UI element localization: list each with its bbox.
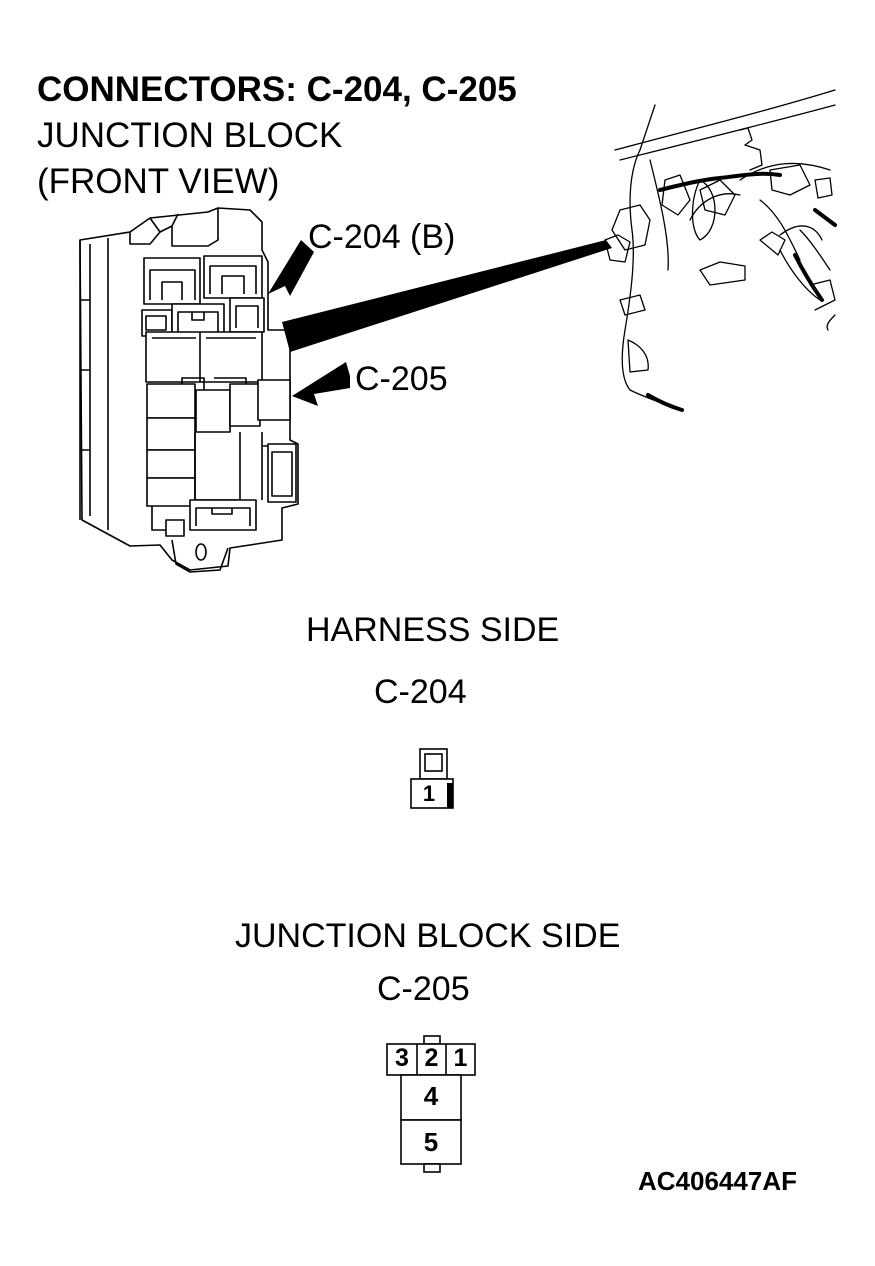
callout-c205-label: C-205	[355, 360, 448, 398]
c204-connector-graphic	[410, 748, 454, 809]
junction-side-heading: JUNCTION BLOCK SIDE	[235, 917, 621, 955]
c205-pin-2: 2	[424, 1044, 439, 1072]
c204-pin-1: 1	[422, 781, 436, 806]
c205-connector-graphic	[386, 1035, 476, 1173]
harness-connector-id: C-204	[374, 673, 467, 711]
c205-pin-4: 4	[423, 1081, 439, 1111]
diagram-subtitle: JUNCTION BLOCK	[37, 116, 343, 155]
dashboard-harness-illustration	[604, 89, 836, 411]
diagram-title: CONNECTORS: C-204, C-205	[37, 70, 517, 109]
c205-pin-1: 1	[453, 1044, 468, 1072]
c205-pin-3: 3	[395, 1044, 409, 1072]
view-label: (FRONT VIEW)	[37, 162, 280, 201]
c205-pin-5: 5	[423, 1127, 439, 1157]
callout-c204-label: C-204 (B)	[308, 218, 456, 256]
figure-code: AC406447AF	[638, 1166, 797, 1196]
harness-wires	[646, 171, 837, 412]
junction-connector-id: C-205	[377, 970, 470, 1008]
callout-arrows	[268, 240, 612, 406]
junction-block-illustration	[79, 207, 299, 573]
harness-side-heading: HARNESS SIDE	[306, 611, 560, 649]
